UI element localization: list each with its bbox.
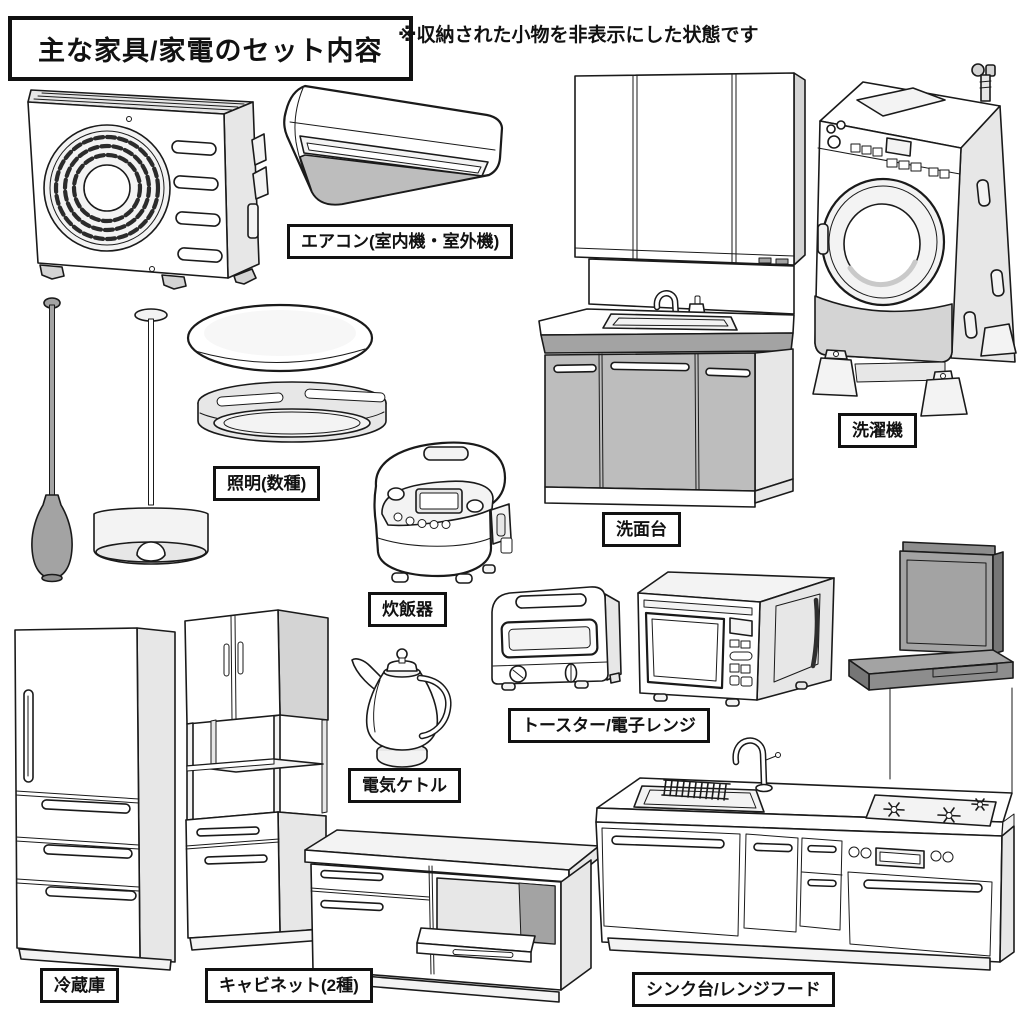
- label-washbasin: 洗面台: [602, 512, 681, 547]
- label-sink-range-hood: シンク台/レンジフード: [632, 972, 835, 1007]
- label-air-conditioner: エアコン(室内機・室外機): [287, 224, 514, 259]
- air-conditioner-indoor-illustration: [283, 84, 504, 206]
- label-toaster-microwave: トースター/電子レンジ: [508, 708, 710, 743]
- label-cabinets: キャビネット(2種): [205, 968, 373, 1003]
- air-conditioner-outdoor-illustration: [27, 89, 269, 290]
- label-washing-machine: 洗濯機: [838, 413, 917, 448]
- label-lighting: 照明(数種): [213, 466, 321, 501]
- toaster-oven-illustration: [491, 586, 622, 691]
- page-title: 主な家具/家電のセット内容: [8, 16, 413, 81]
- low-cabinet-illustration: [304, 829, 600, 1003]
- rice-cooker-illustration: [373, 441, 513, 584]
- sink-counter-illustration: [595, 687, 1015, 971]
- microwave-oven-illustration: [637, 571, 835, 707]
- lighting-fixtures-illustration: [31, 297, 387, 583]
- washing-machine-illustration: [812, 63, 1017, 417]
- label-rice-cooker: 炊飯器: [368, 592, 447, 627]
- label-refrigerator: 冷蔵庫: [40, 968, 119, 1003]
- refrigerator-illustration: [14, 627, 176, 971]
- range-hood-illustration: [848, 541, 1014, 691]
- washbasin-illustration: [538, 72, 806, 508]
- tall-cabinet-illustration: [184, 609, 329, 951]
- header-note: ※収納された小物を非表示にした状態です: [398, 25, 759, 46]
- electric-kettle-illustration: [351, 648, 452, 768]
- label-electric-kettle: 電気ケトル: [348, 768, 461, 803]
